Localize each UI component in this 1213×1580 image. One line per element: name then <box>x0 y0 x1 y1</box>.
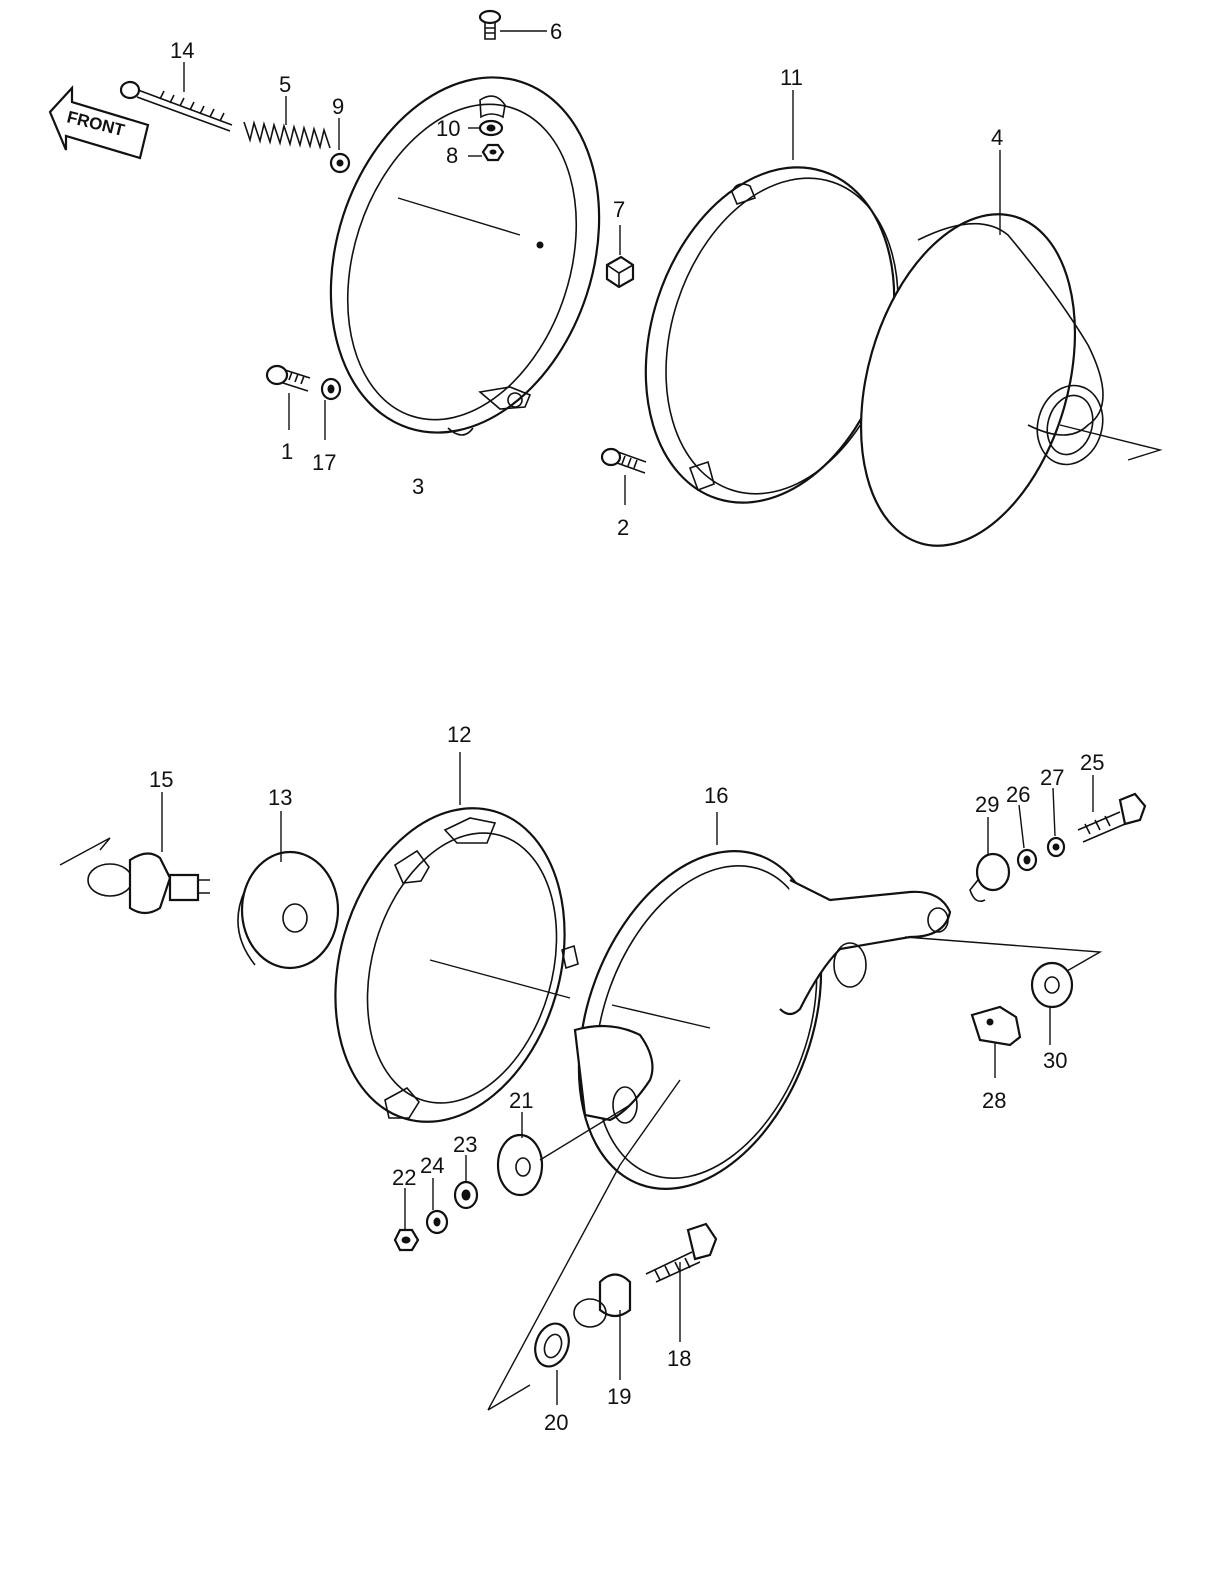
part-17-washer <box>320 377 342 401</box>
part-15-bulb <box>59 837 210 915</box>
callout-13: 13 <box>268 785 292 810</box>
part-1-bolt <box>265 364 311 392</box>
callout-14: 14 <box>170 38 194 63</box>
part-13-dust-cover <box>237 850 340 970</box>
part-30-grommet <box>1030 961 1074 1009</box>
part-7-square-nut <box>605 255 635 289</box>
callout-1: 1 <box>281 439 293 464</box>
callout-16: 16 <box>704 783 728 808</box>
callout-7: 7 <box>613 197 625 222</box>
part-6-screw <box>478 9 502 40</box>
part-24-washer <box>425 1209 449 1235</box>
part-8-nut <box>481 143 505 162</box>
callout-8: 8 <box>446 143 458 168</box>
part-26-washer <box>1016 848 1038 872</box>
part-18-bolt <box>645 1222 718 1283</box>
part-23-washer <box>453 1180 479 1210</box>
part-9-nut <box>329 152 351 174</box>
callout-9: 9 <box>332 94 344 119</box>
callout-25: 25 <box>1080 750 1104 775</box>
callout-21: 21 <box>509 1088 533 1113</box>
part-12-inner-rim <box>334 807 579 1123</box>
callout-10: 10 <box>436 116 460 141</box>
callout-20: 20 <box>544 1410 568 1435</box>
callout-30: 30 <box>1043 1048 1067 1073</box>
part-19-collar <box>573 1273 632 1328</box>
callout-6: 6 <box>550 19 562 44</box>
callout-22: 22 <box>392 1165 416 1190</box>
callout-29: 29 <box>975 792 999 817</box>
callout-2: 2 <box>617 515 629 540</box>
part-10-washer <box>478 119 504 137</box>
part-29-collar <box>969 852 1011 903</box>
callout-labels: 1 2 3 4 5 6 7 8 9 10 11 12 13 14 15 16 1… <box>149 19 1104 1435</box>
callout-17: 17 <box>312 450 336 475</box>
callout-27: 27 <box>1040 765 1064 790</box>
part-5-spring <box>243 120 331 150</box>
callout-28: 28 <box>982 1088 1006 1113</box>
callout-26: 26 <box>1006 782 1030 807</box>
callout-11: 11 <box>780 65 803 90</box>
part-25-bolt <box>1077 792 1147 843</box>
callout-5: 5 <box>279 72 291 97</box>
callout-18: 18 <box>667 1346 691 1371</box>
leader-lines <box>161 30 1094 1405</box>
part-21-grommet <box>496 1104 631 1197</box>
callout-15: 15 <box>149 767 173 792</box>
part-14-bolt <box>119 80 233 132</box>
callout-23: 23 <box>453 1132 477 1157</box>
callout-19: 19 <box>607 1384 631 1409</box>
part-28-clip <box>970 1005 1022 1047</box>
callout-3: 3 <box>412 474 424 499</box>
part-3-rim <box>329 76 601 436</box>
part-20-grommet <box>487 1079 681 1411</box>
part-22-nut <box>393 1228 420 1252</box>
callout-24: 24 <box>420 1153 444 1178</box>
callout-4: 4 <box>991 125 1003 150</box>
callout-12: 12 <box>447 722 471 747</box>
part-4-housing-shell <box>859 213 1163 547</box>
part-16-housing-bracket <box>573 850 1103 1190</box>
part-2-screw <box>600 447 647 474</box>
part-27-washer <box>1046 836 1066 858</box>
